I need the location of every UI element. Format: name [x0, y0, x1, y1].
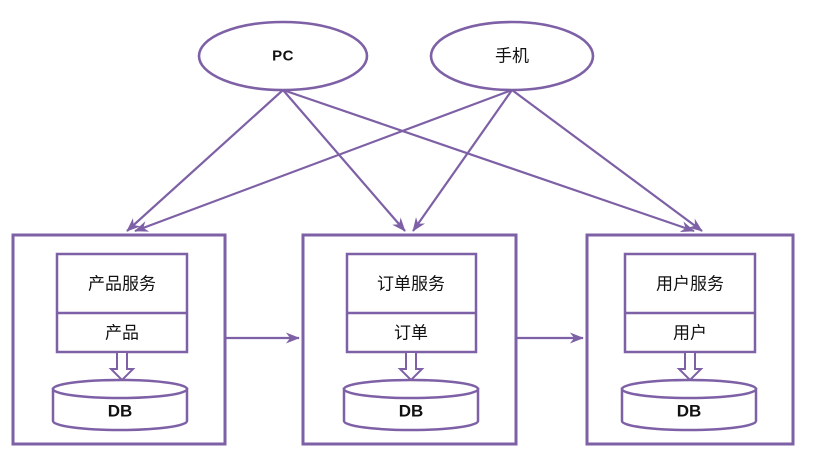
order-container-box	[301, 233, 518, 446]
user-block-arrow-icon	[676, 353, 704, 382]
product-container-box	[11, 233, 227, 446]
user-service-label: 用户服务	[656, 275, 724, 294]
client-pc: PC	[197, 20, 369, 92]
mobile-label: 手机	[495, 47, 529, 66]
arrow-mobile-to-user	[511, 89, 703, 232]
product-db-cylinder-icon	[51, 378, 189, 432]
order-db-cylinder-icon	[342, 378, 480, 432]
user-container-box	[585, 233, 795, 446]
arrow-mobile-to-order	[412, 89, 513, 232]
user-service-box	[623, 252, 757, 354]
pc-label: PC	[272, 48, 294, 65]
order-db-label: DB	[399, 402, 424, 421]
user-db-label: DB	[677, 402, 702, 421]
client-mobile: 手机	[429, 20, 595, 92]
service-group-user: 用户服务 用户 DB	[585, 233, 795, 446]
arrow-mobile-to-product	[134, 88, 513, 233]
service-group-order: 订单服务 订单 DB	[301, 233, 518, 446]
user-db-cylinder-icon	[620, 378, 758, 432]
order-service-box	[345, 252, 478, 354]
product-service-box	[55, 252, 189, 354]
product-module-label: 产品	[105, 324, 139, 343]
order-service-label: 订单服务	[377, 275, 445, 294]
arrow-pc-to-user	[282, 88, 695, 233]
arrow-pc-to-product	[126, 89, 284, 232]
service-group-product: 产品服务 产品 DB	[11, 233, 227, 446]
arrow-pc-to-order	[282, 89, 406, 232]
order-module-label: 订单	[394, 324, 428, 343]
product-block-arrow-icon	[108, 353, 136, 382]
product-db-label: DB	[108, 402, 133, 421]
user-module-label: 用户	[673, 324, 707, 343]
product-service-label: 产品服务	[88, 275, 156, 294]
order-block-arrow-icon	[397, 353, 425, 382]
